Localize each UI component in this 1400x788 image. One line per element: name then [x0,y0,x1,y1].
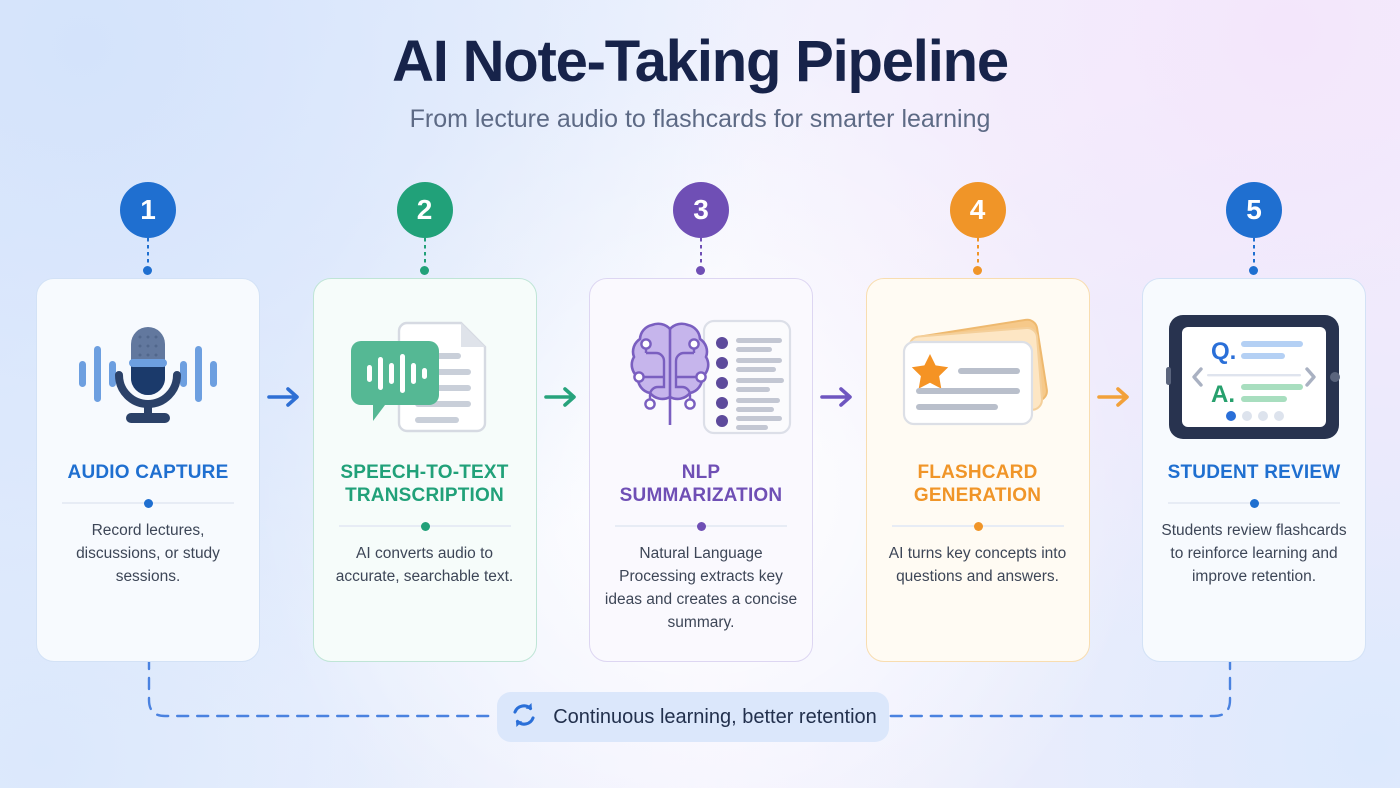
step-3-divider [615,522,787,532]
arrow-step1-to-step2 [267,387,300,407]
page-subtitle: From lecture audio to flashcards for sma… [409,104,991,133]
brain-summary-icon [604,307,798,447]
step-4-badge-wrap: 4 [866,182,1090,238]
step-4-number-badge: 4 [949,182,1006,238]
step-3-connector-line [700,238,702,266]
step-1-title: AUDIO CAPTURE [67,462,229,483]
pipeline-steps: 1 [36,182,1366,662]
step-3-connector-dot [696,266,705,275]
step-1-connector-dot [143,266,152,275]
header: AI Note-Taking Pipeline From lecture aud… [0,29,1400,134]
tablet-review-icon: Q. A. [1157,307,1351,447]
step-4-divider [891,522,1064,532]
step-5-badge-wrap: 5 [1142,182,1366,238]
step-2-number-badge: 2 [396,182,453,238]
step-3-badge-wrap: 3 [589,182,813,238]
step-3-description: Natural Language Processing extracts key… [604,545,798,631]
step-4-flashcard-generation[interactable]: 4 [865,182,1090,662]
step-1-badge-wrap: 1 [36,182,260,238]
svg-text:Q.: Q. [1211,338,1236,365]
step-5-description: Students review flashcards to reinforce … [1161,522,1347,585]
gap-2 [537,182,590,662]
step-2-badge-wrap: 2 [313,182,537,238]
step-1-card[interactable]: AUDIO CAPTURE Record lectures, discussio… [36,278,260,662]
step-4-connector-dot [972,266,982,275]
step-2-title: SPEECH-TO-TEXT TRANSCRIPTION [340,462,509,507]
step-3-card[interactable]: NLP SUMMARIZATION Natural Language Proce… [589,278,813,662]
gap-3 [813,182,866,662]
arrow-step2-to-step3 [543,387,576,407]
step-3-number-badge: 3 [673,182,729,238]
step-4-title: FLASHCARD GENERATION [913,462,1042,507]
flashcard-stack-icon [881,307,1075,447]
microphone-icon [51,307,245,447]
gap-4 [1090,182,1143,662]
step-2-card[interactable]: SPEECH-TO-TEXT TRANSCRIPTION AI converts… [312,278,537,662]
page-title: AI Note-Taking Pipeline [392,29,1009,94]
step-4-connector-line [976,238,979,266]
step-1-connector-line [147,238,149,266]
gap-1 [260,182,313,662]
step-5-divider [1168,499,1340,509]
speech-to-document-icon [328,307,522,447]
step-5-number-badge: 5 [1226,182,1282,238]
step-5-card[interactable]: Q. A. [1142,278,1366,662]
step-5-connector-dot [1249,266,1258,275]
arrow-step3-to-step4 [820,387,853,407]
arrow-step4-to-step5 [1096,387,1129,407]
step-1-number-badge: 1 [120,182,176,238]
refresh-sync-icon [509,700,539,735]
step-2-description: AI converts audio to accurate, searchabl… [335,545,514,586]
step-4-description: AI turns key concepts into questions and… [888,545,1067,586]
step-5-connector-line [1253,238,1255,266]
svg-text:A.: A. [1211,381,1235,408]
step-3-title: NLP SUMMARIZATION [619,462,783,507]
continuous-learning-badge[interactable]: Continuous learning, better retention [497,692,889,742]
step-2-speech-to-text[interactable]: 2 [312,182,537,662]
step-3-nlp-summarization[interactable]: 3 [589,182,813,662]
step-5-title: STUDENT REVIEW [1167,462,1341,483]
step-5-student-review[interactable]: 5 Q. [1142,182,1366,662]
step-2-divider [338,522,511,532]
step-1-audio-capture[interactable]: 1 [36,182,260,662]
continuous-learning-label: Continuous learning, better retention [553,705,877,728]
step-1-divider [62,499,234,509]
step-2-connector-dot [419,266,429,275]
step-2-connector-line [423,238,426,266]
step-4-card[interactable]: FLASHCARD GENERATION AI turns key concep… [865,278,1090,662]
step-1-description: Record lectures, discussions, or study s… [76,522,220,585]
